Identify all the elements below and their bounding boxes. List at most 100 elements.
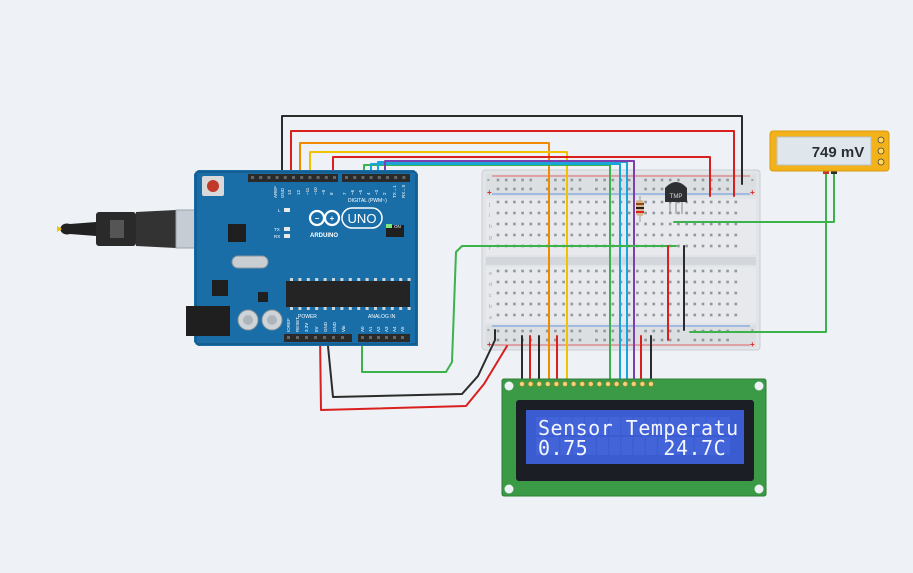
breadboard-hole [734, 222, 738, 226]
breadboard-hole [652, 211, 656, 215]
breadboard-hole [504, 313, 508, 317]
breadboard-hole [718, 244, 721, 248]
breadboard-hole [627, 313, 631, 317]
breadboard-hole [668, 313, 672, 317]
breadboard-hole [496, 233, 500, 237]
lcd-cell [658, 417, 669, 435]
led-rx [284, 234, 290, 238]
breadboard-hole [570, 280, 574, 284]
rail-hole [660, 338, 664, 342]
breadboard-hole [611, 222, 615, 226]
rail-hole [611, 329, 615, 333]
wire-yellow [309, 151, 568, 385]
chip-pin [390, 278, 394, 281]
breadboard-hole [537, 200, 541, 204]
header-hole [377, 176, 381, 179]
chip-pin [315, 278, 319, 281]
header-hole [287, 336, 290, 339]
breadboard-hole [701, 244, 705, 248]
rail-hole [668, 338, 672, 342]
small-chip [258, 292, 268, 302]
breadboard-hole [537, 302, 541, 306]
rail-hole [570, 329, 574, 333]
wire-red-d8 [332, 156, 711, 197]
breadboard-hole [504, 211, 508, 215]
header-hole [296, 336, 299, 339]
breadboard-hole [726, 313, 729, 317]
rail-hole [718, 338, 721, 342]
breadboard-hole [496, 211, 500, 215]
rail-hole [595, 178, 598, 182]
breadboard-hole [644, 233, 647, 237]
usb-chip [228, 224, 246, 242]
multimeter[interactable]: 749 mV [769, 130, 890, 172]
lcd-cell [560, 417, 572, 435]
pin-label: GND [332, 321, 337, 332]
breadboard-hole [627, 291, 631, 295]
lcd-pin [648, 381, 654, 387]
header-hole [267, 176, 271, 179]
rail-plus-bottom-right: + [750, 340, 755, 349]
wire-purple-d2 [384, 160, 635, 385]
breadboard-hole [513, 233, 516, 237]
rail-hole [595, 329, 598, 333]
arduino-board[interactable]: L TX RX ON − + UNO ARDUINO DIGITAL (PWM~… [186, 170, 418, 346]
breadboard-hole [677, 222, 680, 226]
breadboard-hole [578, 280, 582, 284]
breadboard-hole [726, 280, 729, 284]
breadboard-hole [586, 200, 590, 204]
breadboard-hole [611, 233, 615, 237]
rail-hole [554, 329, 557, 333]
breadboard-hole [709, 233, 713, 237]
lcd-pin [579, 381, 586, 387]
meter-mode-button[interactable] [877, 136, 885, 144]
meter-mode-button[interactable] [877, 158, 885, 166]
rail-hole [718, 187, 721, 191]
breadboard-hole [652, 291, 656, 295]
lcd-cell [609, 417, 621, 435]
reset-icon [207, 180, 219, 192]
breadboard-hole [693, 200, 697, 204]
breadboard-hole [595, 280, 598, 284]
header-hole [386, 176, 389, 179]
svg-text:−: − [315, 214, 320, 223]
breadboard-hole [562, 291, 565, 295]
chip-pin [348, 307, 352, 310]
breadboard-hole [554, 200, 557, 204]
rail-hole [562, 338, 565, 342]
breadboard-hole [545, 222, 549, 226]
breadboard-hole [586, 291, 590, 295]
breadboard-hole [603, 211, 606, 215]
breadboard-hole [521, 211, 524, 215]
breadboard-hole [611, 280, 615, 284]
breadboard-hole [603, 313, 606, 317]
rail-hole [554, 178, 557, 182]
lcd-module[interactable]: Sensor Temperatu 0.75 24.7C [501, 378, 767, 497]
sensor-label: TMP [670, 194, 683, 200]
breadboard-hole [521, 291, 524, 295]
wire-green-a0 [361, 245, 677, 373]
lcd-cell [633, 437, 645, 455]
led-l-label: L [278, 208, 281, 213]
pin-label: ~6 [350, 189, 355, 195]
breadboard-hole [685, 222, 688, 226]
rail-hole [496, 338, 500, 342]
breadboard-hole [554, 302, 557, 306]
pin-label: 5V [314, 326, 319, 332]
breadboard-hole [545, 211, 549, 215]
breadboard-hole [701, 222, 705, 226]
meter-mode-button[interactable] [877, 147, 885, 155]
header-hole [275, 176, 279, 179]
breadboard-hole [521, 222, 524, 226]
chip-pin [348, 278, 352, 281]
breadboard-hole [644, 313, 647, 317]
rail-hole [570, 338, 574, 342]
lcd-cell [670, 417, 682, 435]
chip-pin [332, 278, 335, 281]
pin-label: TX→1 [392, 185, 397, 198]
resistor[interactable] [636, 196, 644, 222]
breadboard-hole [537, 280, 541, 284]
temperature-sensor[interactable]: TMP [665, 182, 687, 214]
breadboard-hole [726, 269, 729, 273]
header-hole [323, 336, 326, 339]
